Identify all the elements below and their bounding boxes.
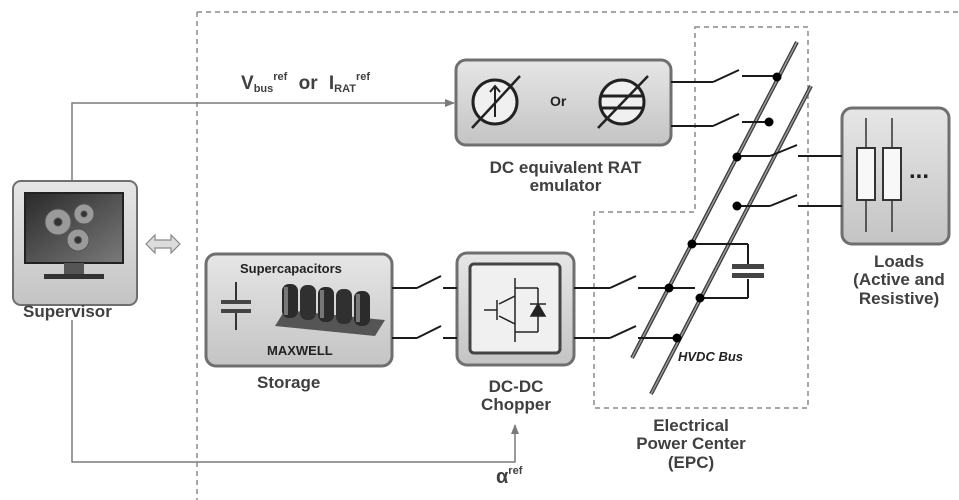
epc-label: Electrical Power Center (EPC)	[636, 416, 746, 472]
igbt-icon	[484, 278, 547, 342]
supervisor-monitor	[12, 180, 138, 306]
rat-or-label: Or	[550, 93, 567, 109]
epc-boundary	[593, 26, 809, 409]
supercapacitor-module-image	[275, 284, 385, 336]
rat-reference-arrow	[71, 99, 455, 183]
junction-dots	[664, 72, 782, 343]
gear-icon	[44, 203, 95, 252]
capacitor-icon	[221, 282, 251, 330]
maxwell-label: MAXWELL	[267, 343, 333, 358]
loads-label: Loads (Active and Resistive)	[853, 252, 945, 308]
hvdc-bus	[630, 41, 813, 395]
supercapacitors-label: Supercapacitors	[240, 261, 342, 276]
loads-box	[840, 106, 951, 246]
system-boundary	[196, 11, 959, 500]
supervisor-label: Supervisor	[23, 302, 112, 321]
storage-box	[204, 252, 394, 368]
hvdc-bus-label: HVDC Bus	[678, 349, 744, 364]
bidirectional-arrow	[145, 233, 181, 255]
chopper-label: DC-DC Chopper	[481, 377, 551, 415]
rat-emulator-label: DC equivalent RAT emulator	[489, 158, 642, 196]
storage-label: Storage	[257, 373, 321, 392]
loads-dots: ...	[909, 157, 930, 184]
bus-capacitor-icon	[732, 264, 764, 278]
rat-reference-label: Vbusref or IRATref	[241, 71, 371, 95]
current-source-icon	[597, 75, 649, 129]
wiring	[392, 69, 842, 339]
voltage-source-icon	[471, 75, 521, 129]
resistor-icon	[856, 118, 902, 232]
alpha-reference-arrow	[71, 320, 519, 463]
chopper-box	[455, 251, 576, 367]
alpha-reference-label: αref	[496, 465, 523, 488]
rat-emulator-box	[454, 58, 673, 147]
